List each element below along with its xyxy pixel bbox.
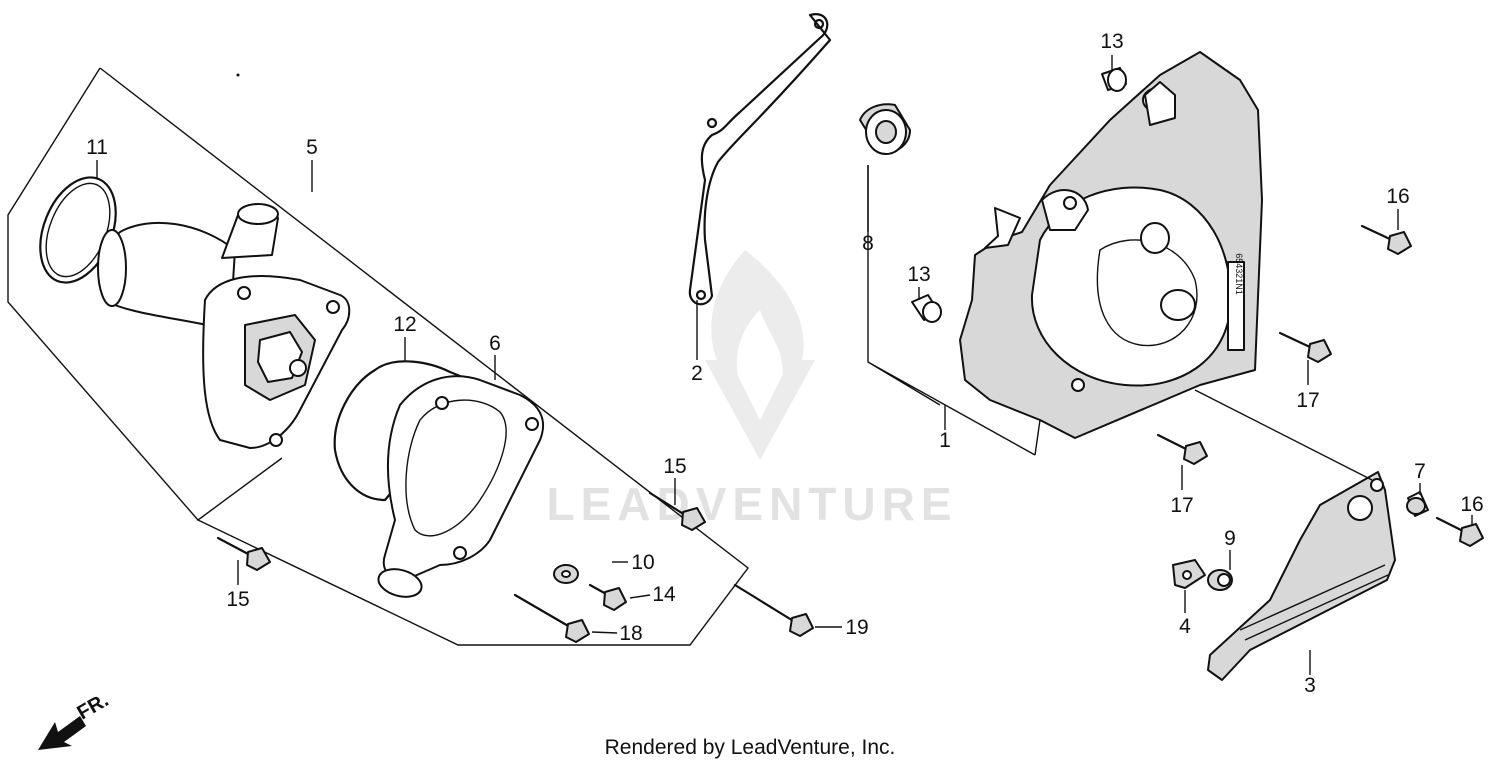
dowel-pin-13-lower [911,294,942,323]
callout-15-left: 15 [226,588,249,611]
leader-lines [96,55,1473,675]
washer-7 [1406,491,1429,517]
bolt-18 [513,593,590,643]
water-pump-5 [97,203,351,449]
callout-16-upper: 16 [1386,185,1409,208]
gasket-strip-2 [688,13,832,306]
washer-10 [553,564,579,584]
callout-18: 18 [619,622,642,645]
callout-13-lower: 13 [907,263,930,286]
callout-14: 14 [652,583,676,606]
gear-position-scale: 654321N1 [1234,253,1244,295]
stray-mark [236,73,240,77]
bolt-17-upper [1278,331,1332,363]
watermark-text: LEADVENTURE [546,478,957,530]
callout-11: 11 [86,136,108,159]
bolt-16-upper [1360,224,1412,255]
callout-15-right: 15 [663,455,686,478]
bolt-15-right [648,491,706,531]
callout-5: 5 [306,136,318,159]
callout-9: 9 [1224,527,1236,550]
side-cover-1: 654321N1 [959,51,1263,439]
bolt-16-lower [1435,516,1484,547]
callout-3: 3 [1304,674,1316,697]
callout-17-lower: 17 [1170,494,1193,517]
callout-10: 10 [631,551,654,574]
callout-16-lower: 16 [1460,493,1483,516]
guard-bracket-line [1194,389,1373,481]
bolt-19 [733,583,814,637]
callout-8: 8 [862,232,874,255]
bolt-14 [588,583,627,611]
bolt-15-left [216,536,271,571]
bushing-8 [859,103,911,155]
pump-cover-6 [377,375,545,598]
bolt-17-lower [1156,433,1208,465]
gasket-12 [333,360,472,502]
water-pump-assembly-box [7,67,749,646]
callout-4: 4 [1179,615,1191,638]
callout-2: 2 [691,362,703,385]
caption: Rendered by LeadVenture, Inc. [604,736,896,759]
callout-13-upper: 13 [1100,30,1123,53]
callout-numbers: 11 5 12 6 2 8 13 13 1 16 17 17 7 16 9 4 … [86,30,1484,697]
callout-12: 12 [393,313,416,336]
callout-6: 6 [489,332,501,355]
callout-7: 7 [1414,460,1426,483]
clamp-4 [1172,559,1206,589]
dowel-pin-13-upper [1101,67,1127,92]
guard-cover-3 [1207,471,1396,681]
grommet-9 [1207,569,1233,591]
callout-19: 19 [845,616,868,639]
leadventure-watermark: LEADVENTURE [546,250,957,530]
callout-1: 1 [939,429,951,452]
callout-17-upper: 17 [1296,389,1319,412]
